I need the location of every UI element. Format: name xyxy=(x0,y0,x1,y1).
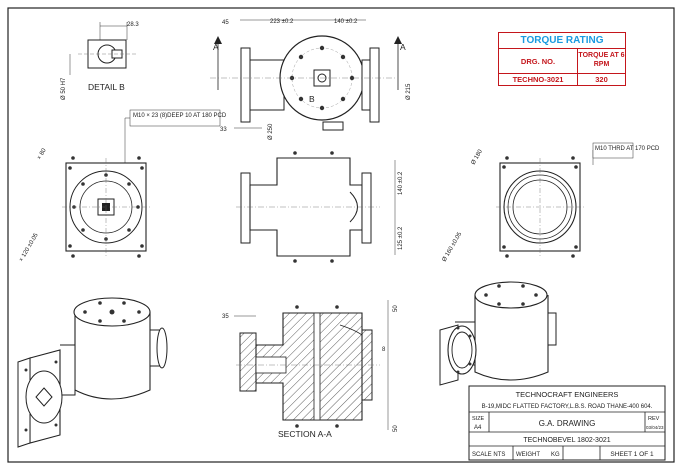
left-face-dim-bottom: × 120 ±0.05 xyxy=(19,232,40,263)
section-dim-right-bottom: 50 xyxy=(393,425,399,432)
torque-table-title: TORQUE RATING xyxy=(499,33,625,49)
detail-b-label: DETAIL B xyxy=(88,82,125,92)
side-elevation-view: 140 ±0.2 125 ±0.2 xyxy=(236,151,404,263)
rev-value: 03/04/23 xyxy=(646,425,664,430)
top-dim-bottom-dia: Ø 250 xyxy=(268,123,274,140)
torque-table-header-row: DRG. NO. TORQUE AT 6 RPM xyxy=(499,49,625,74)
left-face-view: M10 × 23 (8)DEEP 10 AT 180 PCD × 80 × 12… xyxy=(19,109,227,263)
detail-b-width-dim: 28.3 xyxy=(127,22,139,28)
right-face-dim-bottom: Ø 160 ±0.05 xyxy=(442,231,464,263)
isometric-view-left xyxy=(17,297,168,448)
torque-value-cell: 320 xyxy=(595,75,608,84)
section-marker-a-top-right: A xyxy=(400,42,406,52)
scale: SCALE NTS xyxy=(472,452,505,458)
section-dim-left: 35 xyxy=(222,314,229,320)
section-marker-a-top: A xyxy=(213,42,219,52)
top-dim-right-dia: Ø 215 xyxy=(406,83,412,100)
top-dim-center-left: 223 ±0.2 xyxy=(270,19,294,25)
side-dim-lower: 125 ±0.2 xyxy=(398,226,404,250)
sheet-border xyxy=(7,7,675,463)
company-name: TECHNOCRAFT ENGINEERS xyxy=(516,390,619,399)
top-dim-bottom: 33 xyxy=(220,127,227,133)
size-value: A4 xyxy=(474,425,482,431)
sheet-number: SHEET 1 OF 1 xyxy=(610,451,654,458)
detail-b-marker: B xyxy=(309,94,315,104)
right-face-dim-top: Ø 180 xyxy=(471,148,485,166)
side-dim-upper: 140 ±0.2 xyxy=(398,171,404,195)
top-view: A A 45 223 ±0.2 140 ±0.2 B 33 Ø 215 xyxy=(210,19,412,140)
detail-b-view: 28.3 Ø 50 H7 DETAIL B xyxy=(61,22,139,100)
rev-label: REV xyxy=(648,416,660,422)
title-block: TECHNOCRAFT ENGINEERS B-19,MIDC FLATTED … xyxy=(468,385,666,461)
right-face-view: M10 THRD AT 170 PCD Ø 180 Ø 160 ±0.05 xyxy=(442,142,660,263)
section-dim-right-mid: 8 xyxy=(382,347,386,353)
section-a-a-view: 35 50 8 50 SECTION A-A xyxy=(222,300,399,439)
left-face-callout: M10 × 23 (8)DEEP 10 AT 180 PCD xyxy=(133,113,227,119)
detail-b-bore-dim: Ø 50 H7 xyxy=(61,77,67,100)
torque-header: TORQUE AT 6 RPM xyxy=(578,52,625,68)
top-dim-center-right: 140 ±0.2 xyxy=(334,19,358,25)
right-face-callout: M10 THRD AT 170 PCD xyxy=(595,146,660,152)
section-label: SECTION A-A xyxy=(278,429,332,439)
weight-unit: KG xyxy=(551,452,560,458)
weight-label: WEIGHT xyxy=(516,452,540,458)
isometric-view-right xyxy=(439,281,557,386)
torque-rating-table: TORQUE RATING DRG. NO. TORQUE AT 6 RPM T… xyxy=(498,32,626,86)
drawing-number-cell: TECHNO-3021 xyxy=(499,74,578,86)
size-label: SIZE xyxy=(472,416,485,422)
torque-table-data-row: TECHNO-3021 320 xyxy=(499,74,625,86)
drawing-title: G.A. DRAWING xyxy=(539,419,596,428)
company-address: B-19,MIDC FLATTED FACTORY,L.B.S. ROAD TH… xyxy=(482,404,653,410)
drg-no-header: DRG. NO. xyxy=(499,49,578,73)
section-dim-right-top: 50 xyxy=(393,305,399,312)
top-dim-flange: 45 xyxy=(222,20,229,26)
left-face-dim-top: × 80 xyxy=(37,147,48,161)
part-number: TECHNOBEVEL 1802-3021 xyxy=(523,437,610,444)
